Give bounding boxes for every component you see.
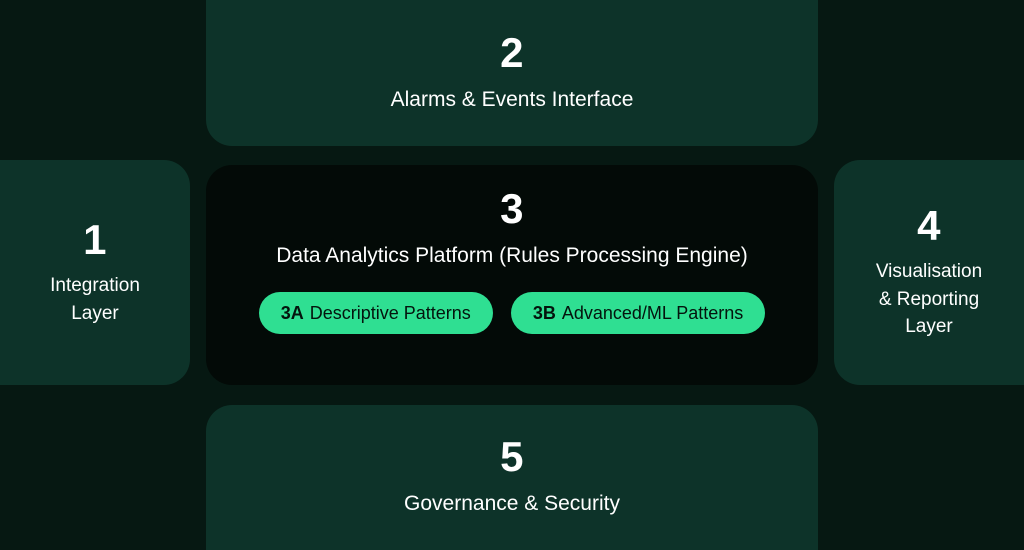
pill-advanced-ml-patterns[interactable]: 3B Advanced/ML Patterns — [510, 291, 766, 334]
pill-label-advanced-ml-patterns: Advanced/ML Patterns — [561, 302, 744, 323]
block-alarms-events-interface[interactable]: 2 Alarms & Events Interface — [206, 0, 818, 146]
block-number-4: 4 — [917, 202, 941, 250]
block-label-data-analytics-platform: Data Analytics Platform (Rules Processin… — [276, 244, 748, 268]
block-label-integration-layer: Integration Layer — [50, 275, 140, 324]
block-integration-layer[interactable]: 1 Integration Layer — [0, 160, 190, 385]
block-label-governance-security: Governance & Security — [404, 492, 620, 516]
block-label-alarms-events-interface: Alarms & Events Interface — [390, 87, 634, 111]
block-number-3: 3 — [500, 185, 524, 232]
block-number-5: 5 — [500, 433, 524, 481]
block-label-visualisation-reporting-layer: Visualisation & Reporting Layer — [875, 261, 983, 338]
block-governance-security[interactable]: 5 Governance & Security — [206, 405, 818, 550]
pill-descriptive-patterns[interactable]: 3A Descriptive Patterns — [258, 291, 493, 334]
block-number-2: 2 — [500, 28, 524, 76]
block-number-1: 1 — [83, 215, 107, 263]
block-data-analytics-platform[interactable]: 3 Data Analytics Platform (Rules Process… — [206, 165, 818, 385]
block-visualisation-reporting-layer[interactable]: 4 Visualisation & Reporting Layer — [834, 160, 1024, 385]
pill-tag-3b: 3B — [532, 302, 556, 323]
pill-label-descriptive-patterns: Descriptive Patterns — [309, 302, 471, 323]
pill-tag-3a: 3A — [280, 302, 304, 323]
pattern-pill-row: 3A Descriptive Patterns 3B Advanced/ML P… — [258, 291, 766, 334]
